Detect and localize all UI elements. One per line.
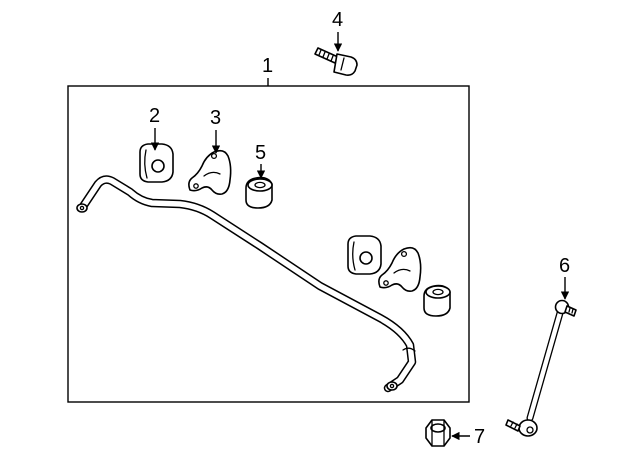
insulator-upper	[245, 176, 273, 209]
bracket-upper	[188, 149, 232, 195]
bracket-lower	[378, 246, 422, 292]
callout-7-label: 7	[474, 426, 485, 448]
bushing-upper	[139, 143, 174, 183]
callout-6-label: 6	[559, 255, 570, 277]
bolt	[314, 47, 358, 76]
insulator-lower	[423, 284, 451, 317]
callout-1-label: 1	[262, 55, 273, 77]
callout-2-label: 2	[149, 105, 160, 127]
bushing-lower	[347, 235, 382, 275]
stabilizer-link	[505, 299, 577, 437]
callout-5-label: 5	[255, 142, 266, 164]
stabilizer-bar	[76, 175, 417, 393]
nut	[425, 419, 451, 447]
callout-3-label: 3	[210, 107, 221, 129]
callout-4-label: 4	[332, 9, 343, 31]
